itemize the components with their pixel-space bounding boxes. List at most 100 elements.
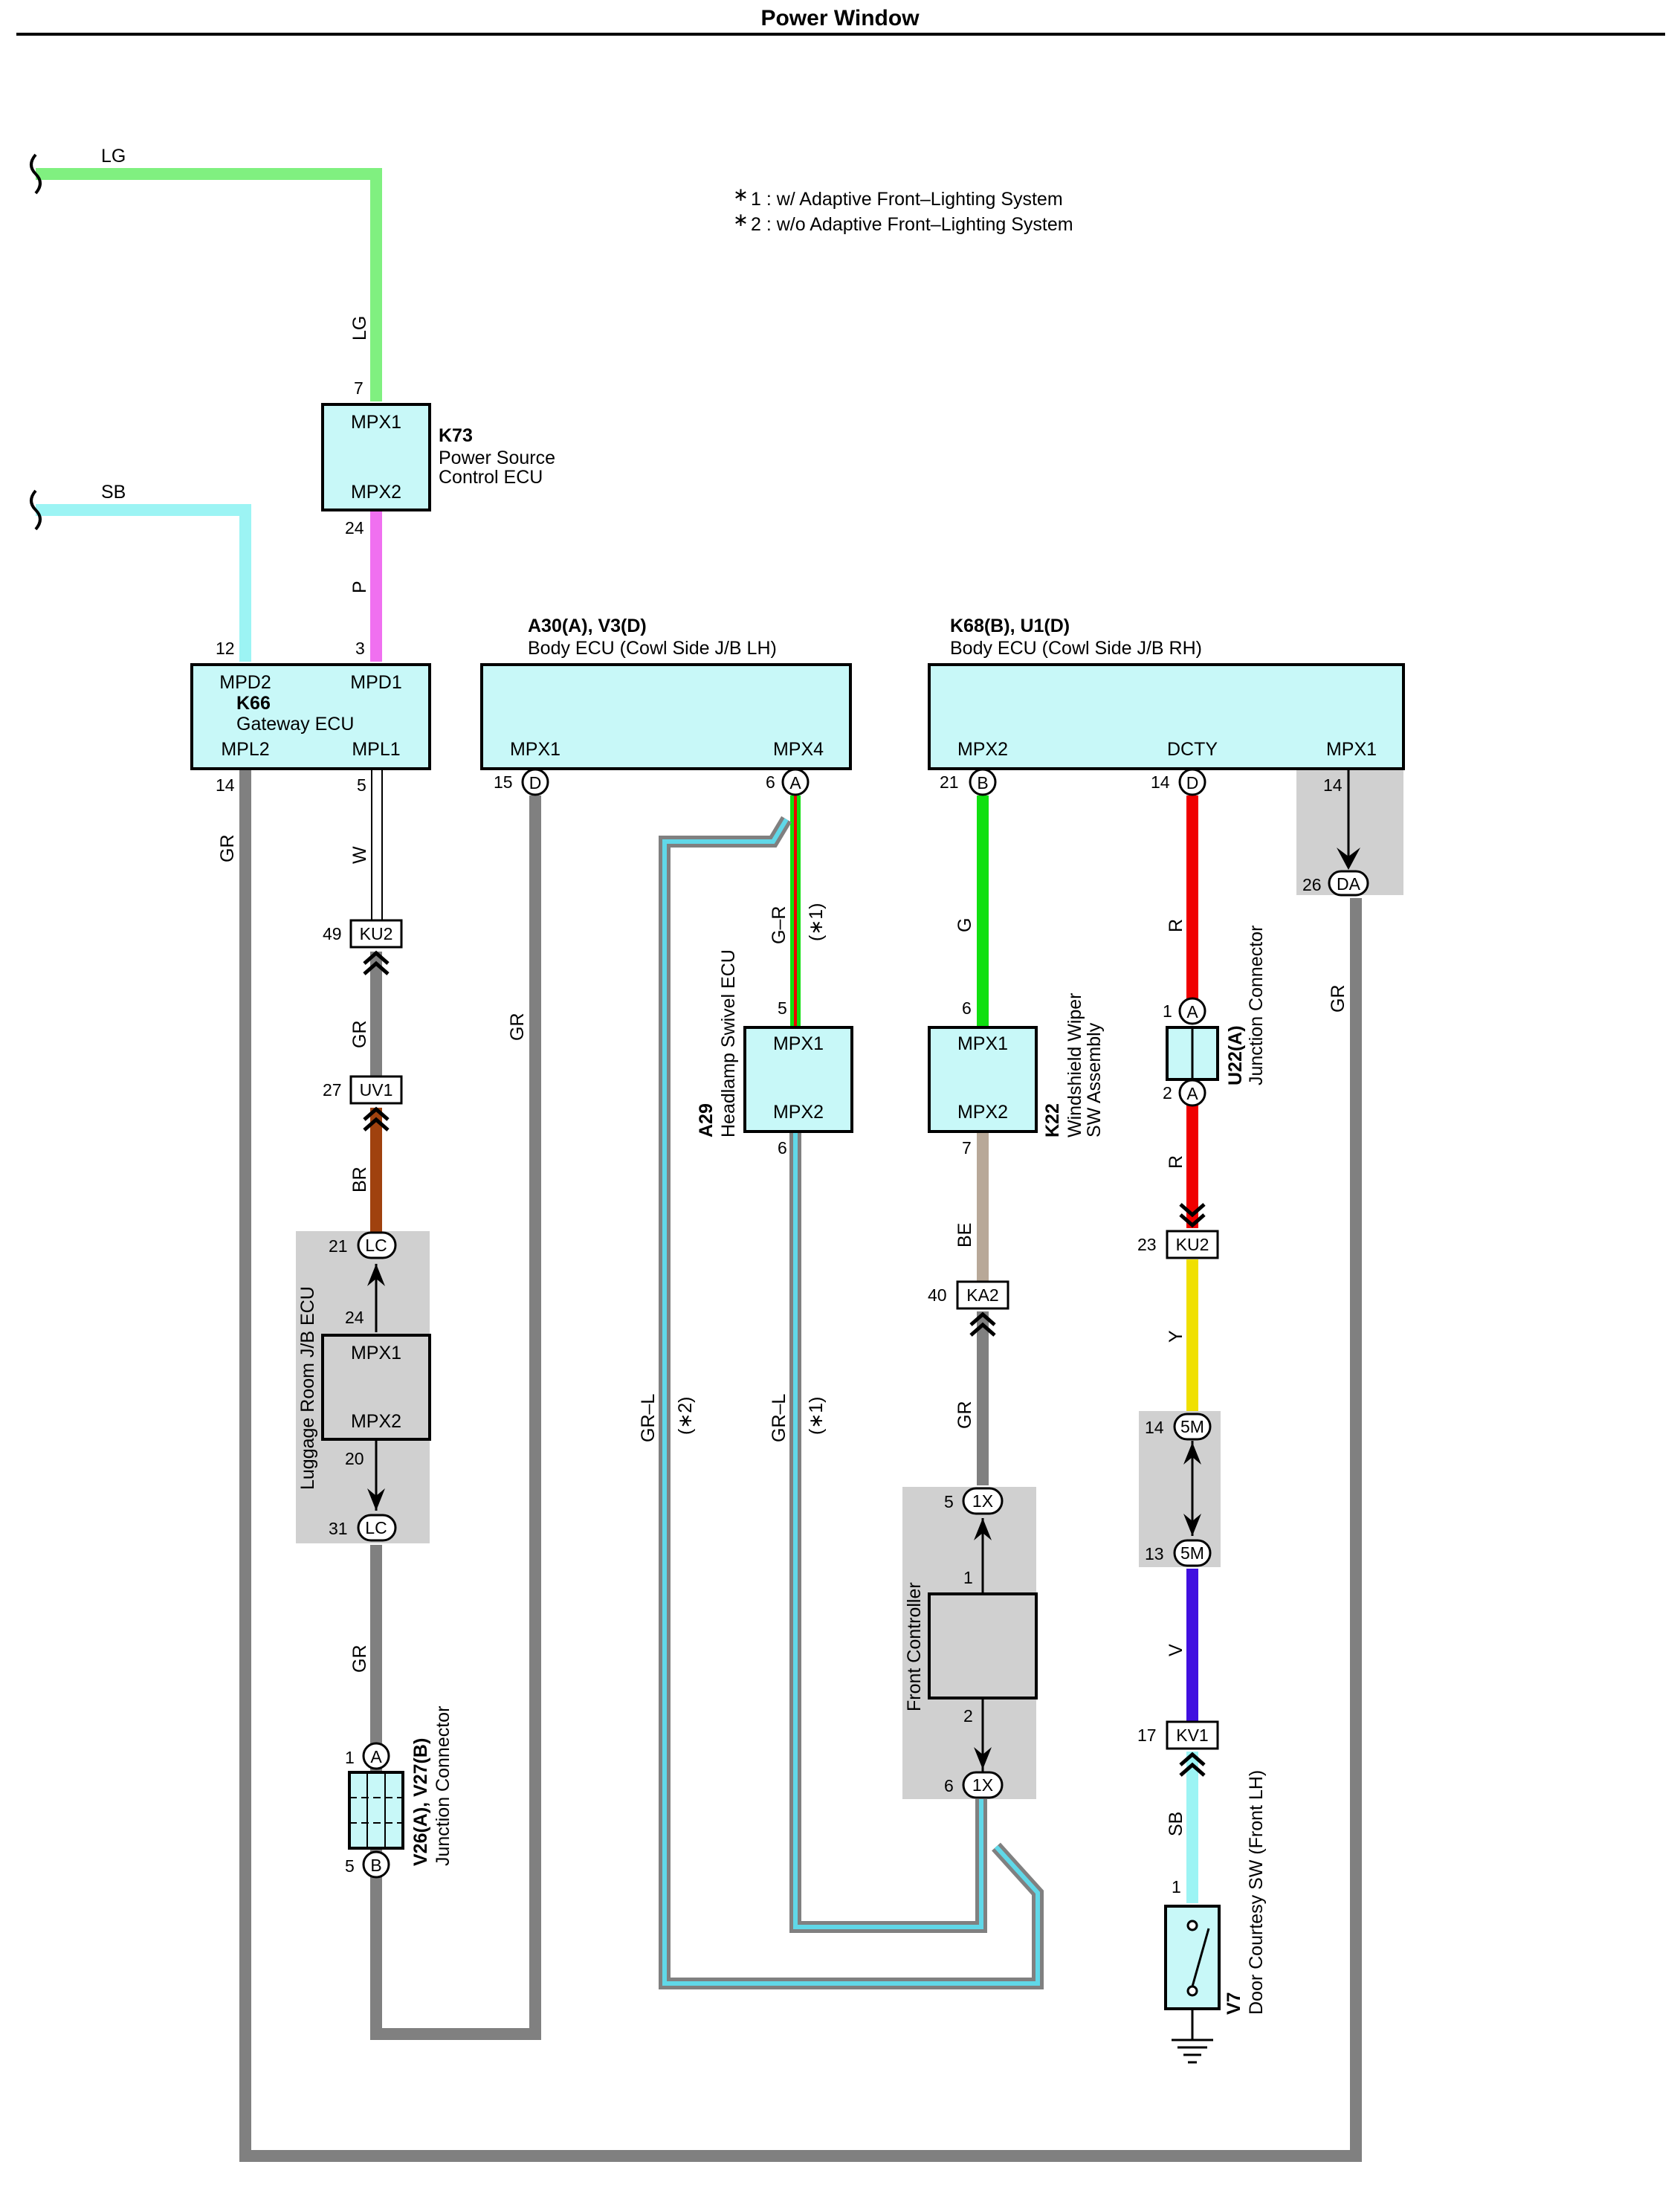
pin-12: 12 xyxy=(216,639,235,658)
5m-down-arrow-icon xyxy=(1183,1514,1201,1536)
conn-ku2-right xyxy=(1166,1230,1219,1259)
1x-top-arrow-icon xyxy=(974,1518,992,1540)
page-title: Power Window xyxy=(760,6,920,30)
conn-a-v26 xyxy=(362,1742,390,1770)
a29-id: A29 xyxy=(696,1103,717,1137)
conn-b-body-rh-label: B xyxy=(977,773,988,793)
1x-bottom-arrow-icon xyxy=(974,1747,992,1769)
conn-d-body-rh xyxy=(1178,768,1206,796)
conn-1x-top xyxy=(962,1487,1004,1515)
pin-2-front: 2 xyxy=(963,1706,973,1726)
wire-label-sb-top: SB xyxy=(101,482,126,503)
v7-contact-top xyxy=(1186,1920,1198,1931)
v7-name: Door Courtesy SW (Front LH) xyxy=(1246,1770,1267,2015)
conn-5m-top-label: 5M xyxy=(1180,1417,1204,1436)
conn-5m-bottom-label: 5M xyxy=(1180,1543,1204,1563)
body-lh-name: Body ECU (Cowl Side J/B LH) xyxy=(528,638,777,659)
wire-grl-1-inner xyxy=(793,1132,983,1929)
conn-a-body-lh-label: A xyxy=(789,773,801,793)
body-lh-p2: MPX4 xyxy=(773,739,824,760)
k73-name-1: Power Source xyxy=(439,448,555,468)
lc-bottom-arrow-icon xyxy=(367,1488,385,1511)
v26-name: Junction Connector xyxy=(433,1706,453,1866)
conn-ka2-label: KA2 xyxy=(966,1285,998,1305)
v7-switch-blade xyxy=(1191,1928,1210,1987)
wire-grl-2-inner xyxy=(662,818,1040,1986)
wire-label-y: Y xyxy=(1166,1330,1186,1343)
k22-bottom-pin: MPX2 xyxy=(957,1102,1008,1123)
pin-27: 27 xyxy=(323,1080,342,1100)
notes: ∗ 1 : w/ Adaptive Front–Lighting System … xyxy=(733,184,1073,235)
front-controller-box xyxy=(928,1592,1038,1699)
note-mark-2: ∗ xyxy=(733,210,749,230)
k22-box xyxy=(928,1026,1038,1133)
pin-24-k73: 24 xyxy=(345,518,364,538)
conn-lc-bottom-label: LC xyxy=(365,1518,387,1537)
k73-name-2: Control ECU xyxy=(439,467,543,488)
wire-gr-loop xyxy=(239,769,1362,2162)
conn-ka2 xyxy=(956,1280,1009,1310)
k22-top-pin: MPX1 xyxy=(957,1033,1008,1054)
conn-lc-bottom xyxy=(357,1514,397,1542)
pin-5-a29: 5 xyxy=(778,998,787,1018)
uv1-chevron-icon xyxy=(363,1106,390,1132)
conn-uv1 xyxy=(349,1075,403,1105)
pin-5-k66: 5 xyxy=(357,775,366,795)
pin-49: 49 xyxy=(323,924,342,943)
ka2-chevron-icon xyxy=(969,1311,996,1337)
pin-6-k22: 6 xyxy=(962,998,972,1018)
wire-label-gr-l-1: GR–L xyxy=(769,1394,789,1442)
ku2-left-chevron-icon xyxy=(363,950,390,975)
pin-13: 13 xyxy=(1145,1544,1164,1563)
note-1: 1 : w/ Adaptive Front–Lighting System xyxy=(751,189,1063,210)
pin-40: 40 xyxy=(928,1285,947,1305)
pin-1-u22: 1 xyxy=(1163,1001,1172,1021)
k66-tl: MPD2 xyxy=(219,672,271,693)
pin-21-lc: 21 xyxy=(329,1236,348,1256)
conn-5m-top xyxy=(1173,1413,1212,1441)
body-lh-p1: MPX1 xyxy=(510,739,560,760)
note-mark-1: ∗ xyxy=(733,184,749,205)
body-rh-p1: MPX2 xyxy=(957,739,1008,760)
k73-top-pin: MPX1 xyxy=(351,412,401,433)
pin-17: 17 xyxy=(1137,1726,1157,1745)
conn-a-u22-bottom xyxy=(1178,1079,1206,1107)
u22-id: U22(A) xyxy=(1225,1025,1246,1085)
v26-id: V26(A), V27(B) xyxy=(410,1738,431,1866)
pin-24-luggage: 24 xyxy=(345,1308,364,1327)
front-controller-name: Front Controller xyxy=(904,1582,925,1711)
body-rh-id: K68(B), U1(D) xyxy=(950,616,1070,636)
a29-ecu-box xyxy=(743,1026,853,1133)
pin-1-front: 1 xyxy=(963,1568,973,1587)
wire-label-sb-door: SB xyxy=(1166,1812,1186,1836)
conn-1x-bottom xyxy=(962,1771,1004,1799)
a29-top-pin: MPX1 xyxy=(773,1033,824,1054)
wire-label-star1-top: (∗1) xyxy=(806,903,827,941)
wire-label-gr-l-2: GR–L xyxy=(638,1394,659,1442)
body-rh-p2: DCTY xyxy=(1167,739,1218,760)
pin-23: 23 xyxy=(1137,1235,1157,1254)
wire-label-gr-ku2: GR xyxy=(349,1021,370,1049)
wire-label-gr-left: GR xyxy=(217,835,238,863)
wire-label-lg: LG xyxy=(349,316,370,340)
wire-label-w: W xyxy=(349,846,370,864)
conn-kv1 xyxy=(1166,1720,1219,1750)
conn-d-body-lh-label: D xyxy=(529,773,542,793)
k22-name-1: Windshield Wiper xyxy=(1064,992,1085,1137)
pin-14-body-rh: 14 xyxy=(1151,772,1170,792)
pin-7: 7 xyxy=(354,378,364,398)
u22-name: Junction Connector xyxy=(1246,926,1267,1085)
luggage-bottom-pin: MPX2 xyxy=(351,1411,401,1432)
wire-label-g-r: G–R xyxy=(769,906,789,944)
v7-contact-bottom xyxy=(1186,1985,1198,1997)
wire-label-r-bottom: R xyxy=(1166,1155,1186,1169)
k73-bottom-pin: MPX2 xyxy=(351,482,401,503)
body-rh-name: Body ECU (Cowl Side J/B RH) xyxy=(950,638,1202,659)
conn-1x-bottom-label: 1X xyxy=(972,1775,993,1795)
conn-kv1-label: KV1 xyxy=(1176,1726,1208,1745)
conn-ku2-left xyxy=(349,919,403,949)
conn-b-body-rh xyxy=(969,768,997,796)
pin-1-v7: 1 xyxy=(1172,1877,1181,1897)
wire-label-gr-right: GR xyxy=(1328,985,1348,1013)
k22-name-2: SW Assembly xyxy=(1084,1022,1105,1137)
